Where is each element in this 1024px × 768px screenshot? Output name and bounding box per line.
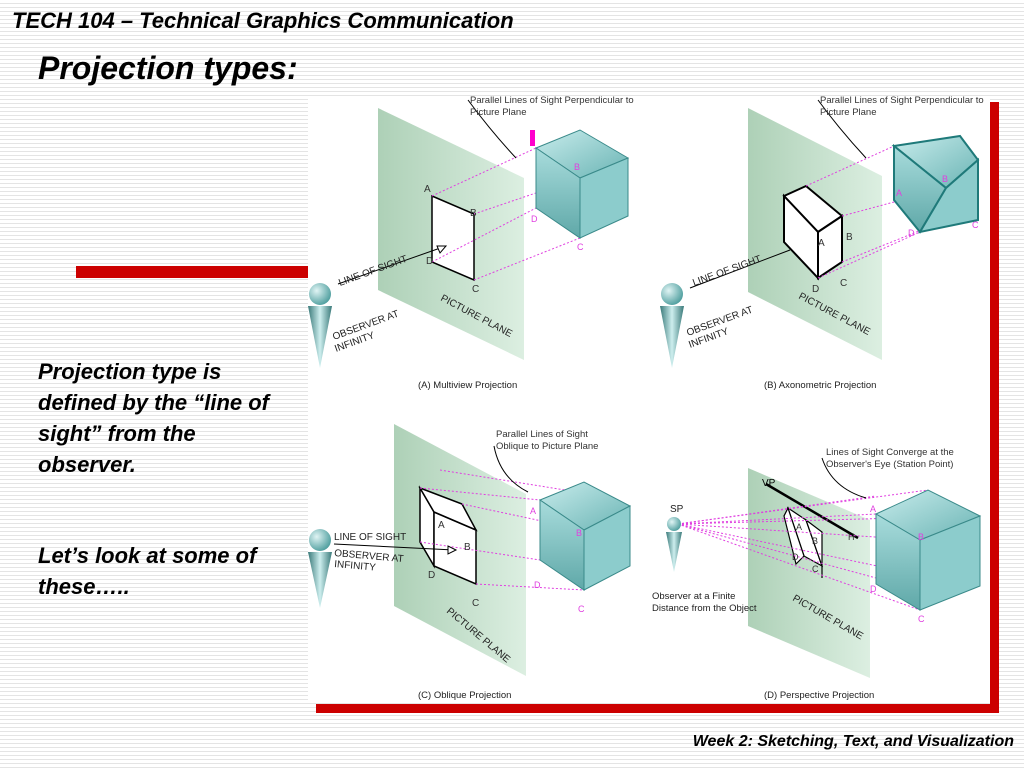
label-b-D: D bbox=[812, 284, 819, 295]
slide-title: Projection types: bbox=[38, 50, 298, 86]
panel-multiview: Parallel Lines of Sight Perpendicular to… bbox=[308, 95, 634, 391]
label-c-D: D bbox=[428, 570, 435, 581]
sight-arrow-c bbox=[447, 545, 458, 555]
observer-a bbox=[308, 283, 332, 368]
figure-shadow-right bbox=[990, 102, 999, 713]
pink-marker bbox=[530, 130, 535, 146]
bullet-line-of-sight: Projection type is defined by the “line … bbox=[38, 359, 270, 477]
sight-line-c bbox=[333, 543, 455, 551]
projected-view-d bbox=[783, 506, 824, 578]
observer-d bbox=[666, 517, 682, 572]
callout-d-line-2: Observer's Eye (Station Point) bbox=[826, 459, 953, 470]
cube-d bbox=[874, 489, 982, 611]
observer-finite-2: Distance from the Object bbox=[652, 603, 757, 614]
label-a-A: A bbox=[424, 184, 431, 195]
projectors-c bbox=[419, 469, 591, 591]
cube-a bbox=[534, 129, 630, 239]
label-c-cube-A: A bbox=[530, 506, 536, 516]
label-b-cube-A: A bbox=[896, 188, 902, 198]
label-a-D: D bbox=[426, 256, 433, 267]
course-title: TECH 104 – Technical Graphics Communicat… bbox=[12, 8, 514, 33]
callout-c-line-1: Parallel Lines of Sight bbox=[496, 429, 588, 440]
label-a-C: C bbox=[472, 284, 479, 295]
label-b-A: A bbox=[818, 238, 825, 249]
cube-b bbox=[891, 134, 980, 234]
caption-a: (A) Multiview Projection bbox=[418, 380, 517, 391]
observer-b bbox=[660, 283, 684, 368]
label-b-cube-B: B bbox=[942, 174, 948, 184]
picture-plane-d bbox=[748, 468, 870, 678]
callout-arrow-c bbox=[493, 445, 529, 493]
vp-label: VP bbox=[762, 478, 776, 489]
callout-d-line-1: Lines of Sight Converge at the bbox=[826, 447, 954, 458]
callout-a-line-2: Picture Plane bbox=[470, 107, 527, 118]
label-d-cube-C: C bbox=[918, 614, 925, 624]
label-b-cube-D: D bbox=[908, 228, 915, 238]
label-c-B: B bbox=[464, 542, 471, 553]
sight-arrow-a bbox=[436, 245, 448, 254]
label-b-cube-C: C bbox=[972, 220, 979, 230]
observer-finite-1: Observer at a Finite bbox=[652, 591, 735, 602]
label-d-cube-B: B bbox=[918, 532, 924, 542]
label-b-B: B bbox=[846, 232, 853, 243]
label-a-cube-B: B bbox=[574, 162, 580, 172]
bullet-look-at-these: Let’s look at some of these….. bbox=[38, 543, 257, 599]
label-d-cube-D: D bbox=[870, 584, 877, 594]
callout-a-line-1: Parallel Lines of Sight Perpendicular to bbox=[470, 96, 634, 106]
figure-shadow-bottom bbox=[316, 704, 999, 713]
footer-week-label: Week 2: Sketching, Text, and Visualizati… bbox=[692, 733, 1014, 750]
label-c-cube-C: C bbox=[578, 604, 585, 614]
projected-view-c bbox=[418, 485, 478, 586]
sight-line-b bbox=[689, 249, 791, 289]
callout-arrow-a bbox=[467, 99, 517, 159]
label-a-cube-C: C bbox=[577, 242, 584, 252]
observer-c bbox=[308, 529, 332, 608]
label-a-cube-D: D bbox=[531, 214, 538, 224]
caption-b: (B) Axonometric Projection bbox=[764, 380, 876, 391]
panel-axonometric: Parallel Lines of Sight Perpendicular to… bbox=[660, 95, 984, 391]
projection-figure: Parallel Lines of Sight Perpendicular to… bbox=[308, 95, 990, 702]
label-d-C: C bbox=[812, 564, 819, 574]
caption-d: (D) Perspective Projection bbox=[764, 690, 874, 701]
label-c-A: A bbox=[438, 520, 445, 531]
label-d-D: D bbox=[792, 552, 799, 562]
callout-arrow-b bbox=[817, 99, 867, 159]
label-c-C: C bbox=[472, 598, 479, 609]
label-c-cube-D: D bbox=[534, 580, 541, 590]
label-d-B: B bbox=[812, 536, 818, 546]
label-d-A: A bbox=[796, 522, 802, 532]
line-of-sight-c: LINE OF SIGHT bbox=[334, 532, 406, 543]
cube-c bbox=[538, 481, 632, 591]
caption-c: (C) Oblique Projection bbox=[418, 690, 511, 701]
callout-arrow-d bbox=[821, 457, 867, 499]
callout-b-line-1: Parallel Lines of Sight Perpendicular to bbox=[820, 96, 984, 106]
panel-perspective: Lines of Sight Converge at the Observer'… bbox=[652, 447, 982, 701]
observer-infinity-c-2: INFINITY bbox=[334, 559, 377, 574]
label-a-B: B bbox=[470, 208, 477, 219]
label-d-H: H bbox=[848, 532, 855, 542]
label-c-cube-B: B bbox=[576, 528, 582, 538]
label-d-cube-A: A bbox=[870, 504, 876, 514]
accent-bar bbox=[76, 266, 308, 278]
sight-line-a bbox=[337, 245, 447, 285]
callout-c-line-2: Oblique to Picture Plane bbox=[496, 441, 598, 452]
label-b-C: C bbox=[840, 278, 847, 289]
sp-label: SP bbox=[670, 504, 684, 515]
horizon-line-d bbox=[765, 482, 859, 540]
panel-oblique: Parallel Lines of Sight Oblique to Pictu… bbox=[308, 424, 632, 701]
callout-b-line-2: Picture Plane bbox=[820, 107, 877, 118]
